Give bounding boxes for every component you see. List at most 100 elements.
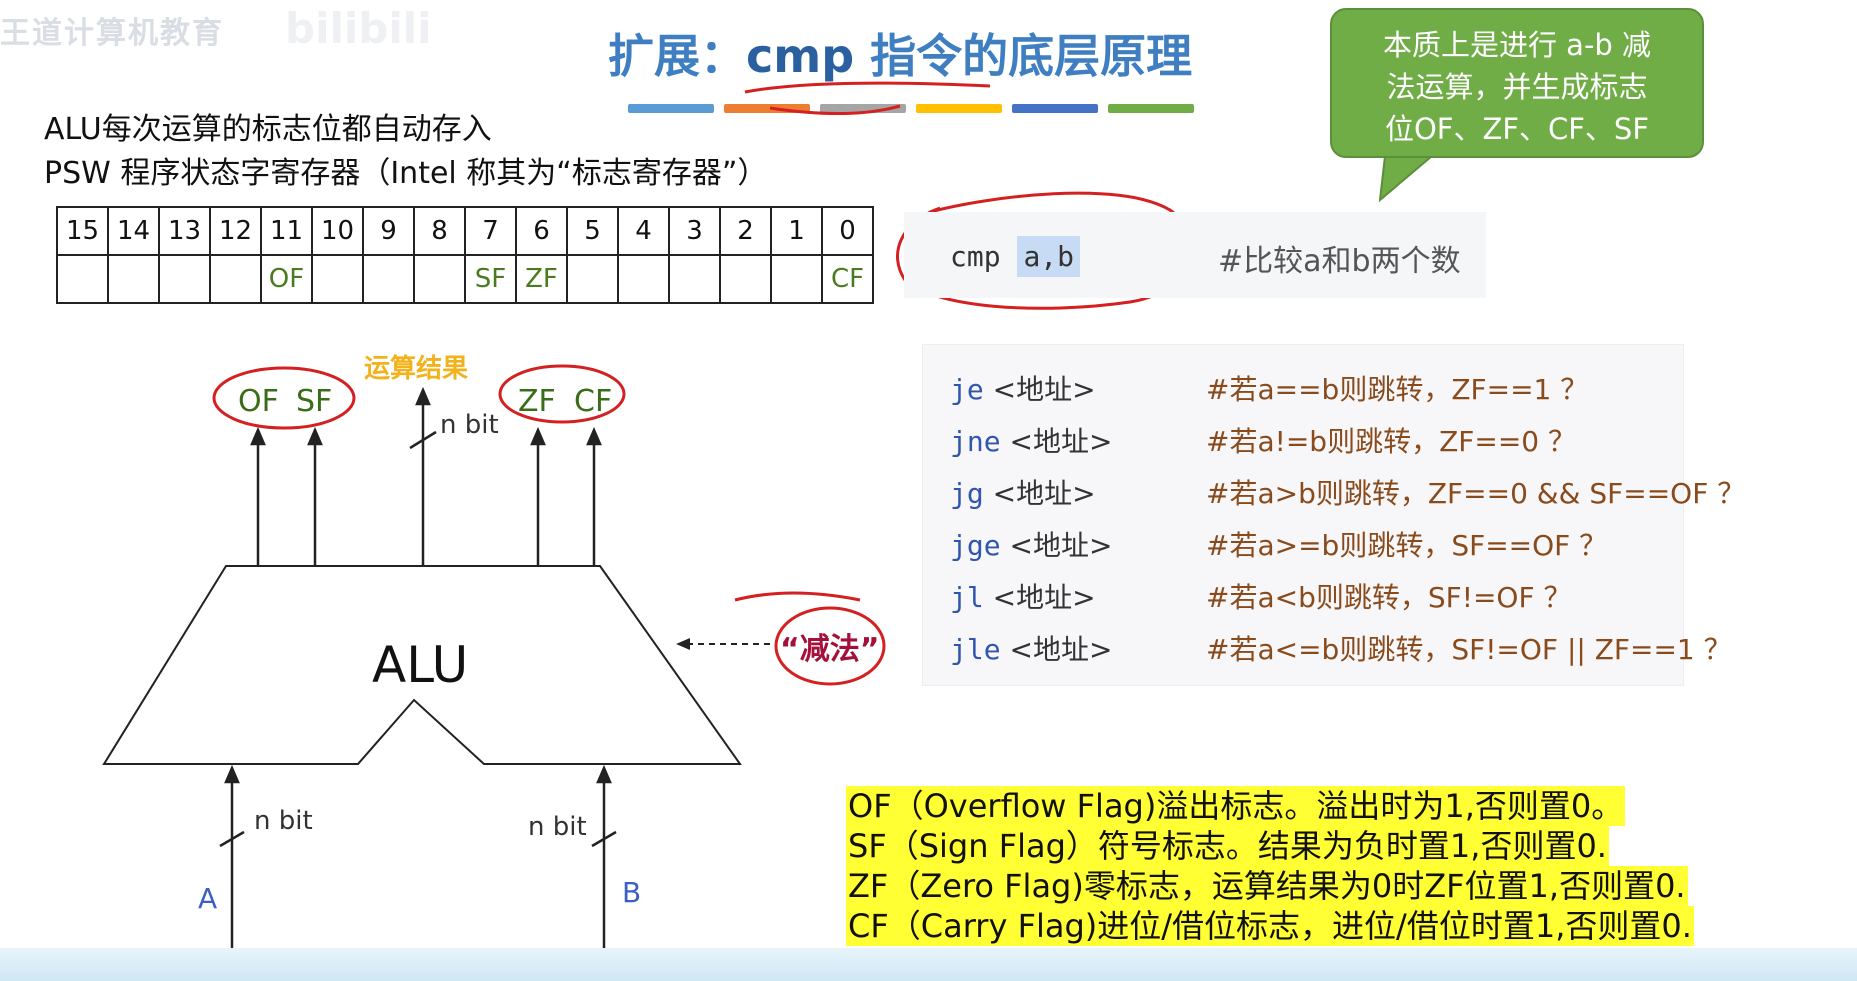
flag-note: ZF（Zero Flag)零标志，运算结果为0时ZF位置1,否则置0. (846, 866, 1688, 906)
bit-position: 0 (821, 206, 874, 256)
bubble-line: 本质上是进行 a-b 减 (1382, 28, 1652, 62)
jump-comment-text: #若a<b则跳转， (1206, 581, 1428, 614)
bottom-strip (0, 948, 1857, 981)
intro-line: PSW 程序状态字寄存器（Intel 称其为“标志寄存器”） (44, 156, 768, 191)
bit-position: 13 (158, 206, 211, 256)
result-label: 运算结果 (364, 354, 469, 384)
bit-flag (107, 254, 160, 304)
bit-position: 1 (770, 206, 823, 256)
jump-arg: <地址> (1000, 529, 1113, 562)
jump-arg: <地址> (983, 373, 1096, 406)
jump-comment-jg: #若a>b则跳转，ZF==0 && SF==OF ？ (1206, 472, 1745, 512)
bit-flag: ZF (515, 254, 568, 304)
jump-comment-text: #若a==b则跳转， (1206, 373, 1452, 406)
title-suffix: 指令的底层原理 (854, 29, 1193, 83)
bubble-tail (1378, 155, 1435, 203)
bit-position: 3 (668, 206, 721, 256)
intro-line: ALU每次运算的标志位都自动存入 (44, 112, 492, 147)
jump-comment-jl: #若a<b则跳转，SF!=OF ？ (1206, 576, 1571, 616)
jump-arg: <地址> (983, 477, 1096, 510)
callout-bubble: 本质上是进行 a-b 减 法运算，并生成标志 位OF、ZF、CF、SF (1330, 8, 1704, 158)
title-scribble (744, 81, 991, 94)
color-bar (820, 104, 906, 113)
jump-row-jge: jge <地址> (950, 524, 1112, 564)
flag-note: CF（Carry Flag)进位/借位标志，进位/借位时置1,否则置0. (846, 906, 1694, 946)
color-bar (916, 104, 1002, 113)
bit-position: 9 (362, 206, 415, 256)
jump-mnemonic: jge (950, 529, 1001, 562)
flag-note: OF（Overflow Flag)溢出标志。溢出时为1,否则置0。 (846, 786, 1626, 826)
jump-comment-je: #若a==b则跳转，ZF==1 ？ (1206, 368, 1588, 408)
bit-position: 8 (413, 206, 466, 256)
bit-flag: OF (260, 254, 313, 304)
jump-condition: ZF==0 ？ (1439, 425, 1577, 458)
cmp-operands: a,b (1017, 236, 1081, 277)
title-scribble-2 (769, 104, 901, 115)
bit-flag (413, 254, 466, 304)
flag-note: SF（Sign Flag）符号标志。结果为负时置1,否则置0. (846, 826, 1609, 866)
bit-flag (311, 254, 364, 304)
flag-sf: SF (296, 384, 333, 419)
flags-left-circle (212, 366, 356, 430)
jump-mnemonic: jle (950, 633, 1001, 666)
cmp-code: cmp a,b (950, 236, 1081, 277)
jump-condition: SF!=OF || ZF==1 ？ (1451, 633, 1732, 666)
jump-row-jne: jne <地址> (950, 420, 1112, 460)
jump-row-jg: jg <地址> (950, 472, 1096, 512)
jump-row-jle: jle <地址> (950, 628, 1112, 668)
flag-of: OF (238, 384, 279, 419)
output-width-label: n bit (440, 410, 499, 440)
title-keyword: cmp (746, 29, 855, 83)
bit-position: 7 (464, 206, 517, 256)
flag-cf: CF (574, 384, 613, 419)
bit-flag (209, 254, 262, 304)
jump-arg: <地址> (1000, 633, 1113, 666)
jump-arg: <地址> (983, 581, 1096, 614)
bubble-line: 位OF、ZF、CF、SF (1384, 112, 1650, 146)
title-prefix: 扩展： (608, 29, 746, 83)
bit-position: 14 (107, 206, 160, 256)
bit-flag (770, 254, 823, 304)
bit-flag (719, 254, 772, 304)
bit-position: 10 (311, 206, 364, 256)
operation-circle (774, 606, 886, 686)
jump-mnemonic: je (950, 373, 984, 406)
watermark-brand: bilibili (285, 4, 432, 53)
jump-comment-text: #若a!=b则跳转， (1206, 425, 1440, 458)
input-b-width-label: n bit (528, 812, 587, 842)
input-a-width-label: n bit (254, 806, 313, 836)
color-bar (1108, 104, 1194, 113)
jump-comment-text: #若a>=b则跳转， (1206, 529, 1452, 562)
color-bar (628, 104, 714, 113)
bit-position: 6 (515, 206, 568, 256)
flag-notes: OF（Overflow Flag)溢出标志。溢出时为1,否则置0。 SF（Sig… (846, 786, 1694, 946)
bit-position: 2 (719, 206, 772, 256)
jump-mnemonic: jl (950, 581, 984, 614)
bit-flag (158, 254, 211, 304)
bit-position: 15 (56, 206, 109, 256)
alu-label: ALU (372, 636, 469, 694)
port-b-label: B (622, 876, 642, 909)
jump-code-box (922, 344, 1684, 686)
jump-condition: SF==OF ？ (1451, 529, 1608, 562)
bit-flag (617, 254, 670, 304)
port-a-label: A (198, 882, 218, 915)
jump-comment-text: #若a<=b则跳转， (1206, 633, 1452, 666)
intro-text: ALU每次运算的标志位都自动存入 PSW 程序状态字寄存器（Intel 称其为“… (44, 108, 767, 196)
bit-flag (668, 254, 721, 304)
bit-position: 5 (566, 206, 619, 256)
watermark-text: 王道计算机教育 (0, 16, 224, 51)
jump-row-jl: jl <地址> (950, 576, 1096, 616)
jump-comment-jne: #若a!=b则跳转，ZF==0 ？ (1206, 420, 1576, 460)
jump-condition: ZF==0 && SF==OF ？ (1427, 477, 1746, 510)
jump-arg: <地址> (1000, 425, 1113, 458)
cmp-mnemonic: cmp (950, 240, 1001, 273)
operation-scribble (734, 591, 861, 602)
flag-zf: ZF (518, 384, 556, 419)
cmp-comment: #比较a和b两个数 (1218, 244, 1461, 279)
bit-position: 11 (260, 206, 313, 256)
color-bar (724, 104, 810, 113)
cmp-circle (896, 191, 1192, 310)
psw-bit-table: 15 14 13 12 11 10 9 8 7 6 5 4 3 2 1 0 OF… (56, 206, 874, 304)
